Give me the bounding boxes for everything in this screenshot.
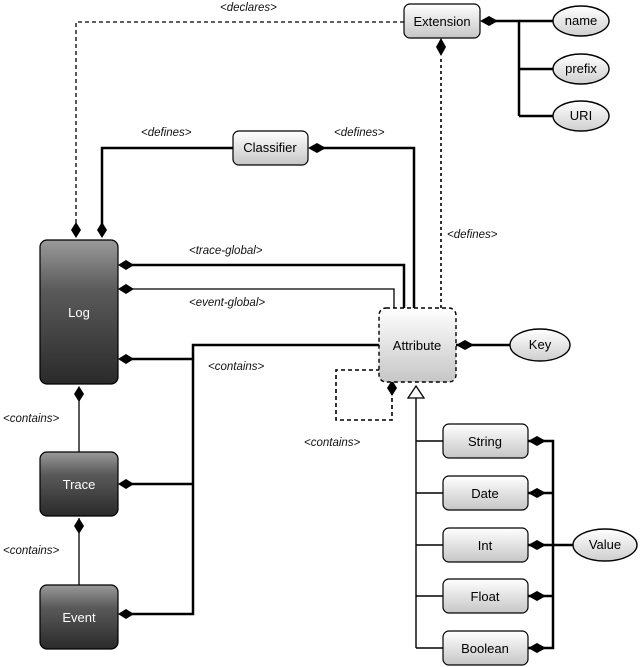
diamond-string xyxy=(528,436,546,446)
name-node[interactable]: name xyxy=(552,5,610,37)
int-node[interactable]: Int xyxy=(442,527,529,563)
diamond-attribute-right xyxy=(456,340,474,350)
diamond-date xyxy=(528,488,546,498)
edge-attribute-self-contains xyxy=(335,369,393,421)
diamond-attribute-bottom xyxy=(387,380,397,396)
label-contains-trace-event: <contains> xyxy=(3,545,60,557)
diamond-extension-right xyxy=(480,16,498,26)
diamond-extension-bottom xyxy=(436,38,446,56)
label-defines-classifier-attr: <defines> xyxy=(334,127,385,139)
value-node[interactable]: Value xyxy=(572,528,638,562)
float-label: Float xyxy=(471,589,500,604)
edge-extension-attributes xyxy=(490,19,521,116)
attribute-node[interactable]: Attribute xyxy=(378,307,457,383)
edge-declares xyxy=(75,21,404,234)
diamond-boolean xyxy=(528,643,546,653)
log-label: Log xyxy=(68,305,90,320)
event-node[interactable]: Event xyxy=(39,584,119,650)
edge-trace-global xyxy=(126,263,406,308)
diamond-trace-bottom xyxy=(74,518,84,534)
diamond-log-bottom xyxy=(74,386,84,402)
classifier-node[interactable]: Classifier xyxy=(232,130,309,166)
uri-node[interactable]: URI xyxy=(552,100,610,132)
trace-node[interactable]: Trace xyxy=(39,451,119,517)
edge-labels: <declares> <defines> <defines> <defines>… xyxy=(3,2,498,557)
diamond-log-trace-global xyxy=(118,260,134,270)
label-defines-ext-attr: <defines> xyxy=(447,229,498,241)
event-label: Event xyxy=(62,610,96,625)
diamond-markers xyxy=(71,16,546,653)
trace-label: Trace xyxy=(63,477,96,492)
label-defines-classifier-log: <defines> xyxy=(141,127,192,139)
diamond-log-top-left xyxy=(71,222,81,238)
prefix-label: prefix xyxy=(565,61,597,76)
name-label: name xyxy=(565,13,598,28)
string-node[interactable]: String xyxy=(442,423,529,459)
diamond-log-event-global xyxy=(118,284,134,294)
edge-attribute-defines-classifier xyxy=(318,146,416,308)
uri-label: URI xyxy=(570,108,592,123)
attribute-label: Attribute xyxy=(393,338,441,353)
diamond-event-right xyxy=(118,609,134,619)
int-label: Int xyxy=(478,538,493,553)
date-label: Date xyxy=(471,486,498,501)
edge-contains-attribute xyxy=(126,343,379,361)
label-contains-self: <contains> xyxy=(304,437,361,449)
label-contains-log-trace: <contains> xyxy=(3,413,60,425)
float-node[interactable]: Float xyxy=(442,578,529,614)
classifier-label: Classifier xyxy=(243,140,297,155)
diamond-int xyxy=(528,540,546,550)
extension-node[interactable]: Extension xyxy=(403,3,481,39)
prefix-node[interactable]: prefix xyxy=(552,53,610,85)
date-node[interactable]: Date xyxy=(442,475,529,511)
label-event-global: <event-global> xyxy=(189,297,265,309)
value-label: Value xyxy=(589,537,621,552)
edge-event-global xyxy=(126,288,395,308)
boolean-label: Boolean xyxy=(461,641,509,656)
diamond-log-top-right xyxy=(97,222,107,238)
extension-label: Extension xyxy=(413,14,470,29)
edge-classifier-defines-log xyxy=(100,146,233,230)
log-node[interactable]: Log xyxy=(39,239,119,385)
label-contains-attr: <contains> xyxy=(208,361,265,373)
label-declares: <declares> xyxy=(220,2,277,14)
diamond-trace-right xyxy=(118,479,134,489)
string-label: String xyxy=(468,434,502,449)
diamond-log-contains xyxy=(118,354,134,364)
diamond-float xyxy=(528,591,546,601)
boolean-node[interactable]: Boolean xyxy=(442,630,529,666)
label-trace-global: <trace-global> xyxy=(189,245,263,257)
generalization-arrowhead xyxy=(406,384,426,399)
key-node[interactable]: Key xyxy=(509,328,571,362)
key-label: Key xyxy=(529,337,552,352)
diamond-classifier-right xyxy=(308,143,326,153)
